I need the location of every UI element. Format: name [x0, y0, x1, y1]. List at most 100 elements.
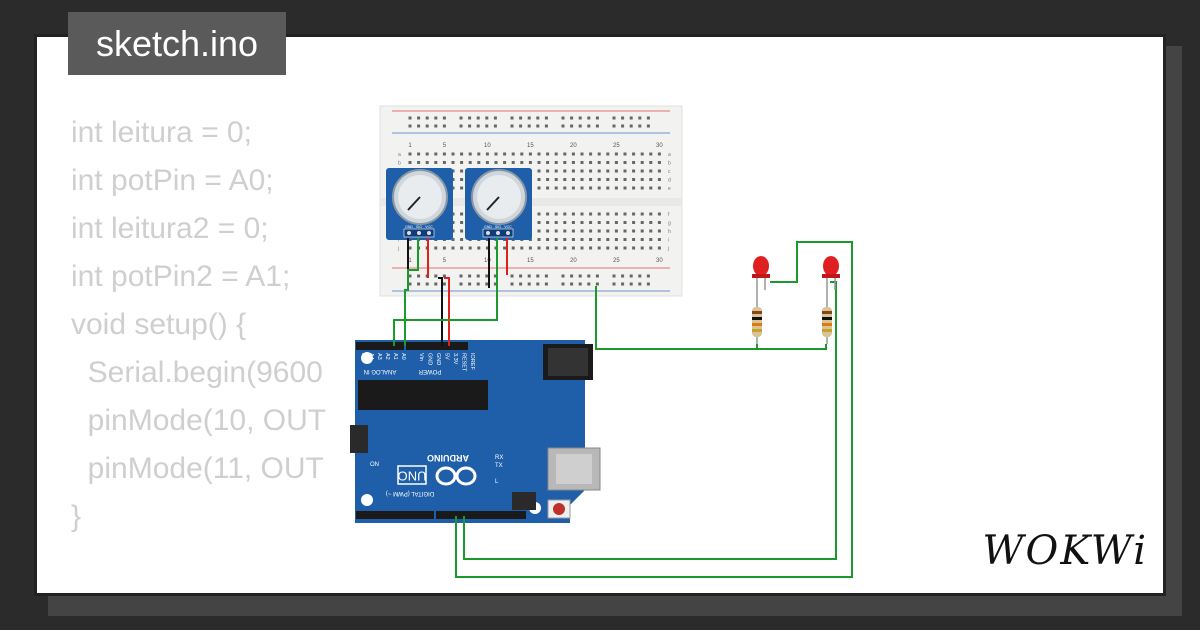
breadboard-row-label: e — [668, 186, 671, 192]
power-pin-label: Vin — [418, 353, 424, 361]
knob-indicator — [486, 196, 500, 211]
code-line: pinMode(10, OUT — [71, 404, 327, 437]
breadboard-row-label: d — [668, 178, 671, 184]
mounting-hole — [361, 494, 373, 506]
breadboard-row-label: h — [668, 229, 671, 235]
breadboard-col-label: 1 — [408, 143, 412, 149]
arduino-logo — [435, 466, 477, 486]
code-line: int leitura2 = 0; — [71, 212, 269, 245]
code-line: void setup() { — [71, 308, 247, 341]
analog-pin-label: A1 — [392, 353, 398, 360]
wire-led1-led2 — [455, 241, 853, 578]
wire-gnd — [438, 277, 443, 346]
analog-pin-label: A5 — [360, 353, 366, 360]
breadboard-row-label: b — [668, 161, 671, 167]
power-pin-label: IOREF — [469, 353, 475, 370]
digital-header-high — [436, 511, 526, 519]
file-tab[interactable]: sketch.ino — [68, 12, 286, 75]
breadboard-col-label: 25 — [613, 258, 620, 264]
mounting-hole — [361, 352, 373, 364]
arduino-uno[interactable]: ARDUINO UNO ANALOG IN POWER DIGITAL (PWM… — [350, 340, 601, 523]
digital-label: DIGITAL (PWM ~) — [386, 490, 434, 496]
wokwi-logo: WOKWi — [982, 528, 1148, 574]
breadboard-col-label: 5 — [443, 258, 447, 264]
breadboard-row-label: i — [668, 238, 669, 244]
breadboard-col-label: 30 — [656, 258, 663, 264]
breadboard-row-label: g — [668, 221, 671, 227]
file-tab-label: sketch.ino — [95, 22, 259, 64]
arduino-brand: ARDUINO — [427, 453, 469, 463]
leds[interactable] — [752, 256, 840, 344]
breadboard-row-label: a — [398, 152, 401, 158]
power-pin-label: GND — [427, 353, 433, 365]
code-line: int potPin = A0; — [71, 164, 274, 197]
code-line: } — [71, 500, 82, 533]
l-label: L — [495, 479, 499, 485]
microcontroller-chip — [358, 380, 488, 410]
pot-pin-label: SIG — [416, 225, 422, 229]
breadboard-row-label: c — [668, 169, 671, 175]
pot-pin-label: VCC — [504, 225, 512, 229]
power-pin-label: RESET — [461, 353, 467, 372]
knob-indicator — [407, 196, 421, 211]
wire-a1 — [393, 238, 498, 346]
pot-pin-label: GND — [484, 225, 492, 229]
breadboard-col-label: 20 — [570, 258, 577, 264]
breadboard-col-label: 20 — [570, 143, 577, 149]
breadboard-col-label: 1 — [408, 258, 412, 264]
breadboard-row-label: b — [398, 161, 401, 167]
wire-gnd-rail — [595, 286, 827, 350]
analog-pin-label: A0 — [400, 353, 406, 360]
analog-pin-label: A3 — [376, 353, 382, 360]
breadboard-col-label: 10 — [484, 258, 491, 264]
power-pin-label: GND — [435, 353, 441, 365]
wire-5v — [444, 277, 450, 346]
breadboard-row-label: j — [397, 246, 399, 252]
code-line: int potPin2 = A1; — [71, 260, 291, 293]
power-label: POWER — [418, 368, 441, 374]
tx-label: TX — [495, 463, 503, 469]
analog-pin-label: A2 — [384, 353, 390, 360]
breadboard-row-label: a — [668, 152, 671, 158]
arduino-model: UNO — [398, 469, 427, 484]
led-red[interactable] — [752, 256, 770, 300]
power-header — [406, 342, 468, 350]
breadboard-col-label: 15 — [527, 143, 534, 149]
breadboard-col-label: 25 — [613, 143, 620, 149]
resistor[interactable] — [822, 300, 832, 344]
pot-pin-label: VCC — [425, 225, 433, 229]
on-label: ON — [370, 462, 379, 468]
digital-header-low — [356, 511, 434, 519]
icsp-header — [512, 492, 536, 510]
breadboard-row-label: i — [398, 238, 399, 244]
resistor[interactable] — [752, 300, 762, 344]
breadboard-col-label: 10 — [484, 143, 491, 149]
analog-header — [356, 342, 404, 350]
breadboard-col-label: 5 — [443, 143, 447, 149]
power-pin-label: 5V — [444, 353, 450, 360]
breadboard-row-label: j — [667, 246, 669, 252]
analog-pin-label: A4 — [368, 353, 374, 360]
breadboard-row-label: f — [668, 212, 670, 218]
led-red[interactable] — [822, 256, 840, 300]
code-line: int leitura = 0; — [71, 116, 252, 149]
code-preview: int leitura = 0; int potPin = A0; int leit… — [71, 109, 327, 593]
pot-pin-label: GND — [405, 225, 413, 229]
wire-a0 — [404, 238, 419, 346]
code-line: pinMode(11, OUT — [71, 452, 324, 485]
wires[interactable] — [393, 238, 853, 578]
power-pin-label: 3.3V — [452, 353, 458, 365]
code-line: Serial.begin(9600 — [71, 356, 323, 389]
breadboard-col-label: 30 — [656, 143, 663, 149]
breadboard-col-label: 15 — [527, 258, 534, 264]
rx-label: RX — [495, 455, 503, 461]
pot-pin-label: SIG — [495, 225, 501, 229]
analog-in-label: ANALOG IN — [364, 368, 397, 374]
icsp-header — [350, 425, 368, 453]
wire-pin10 — [463, 281, 837, 560]
